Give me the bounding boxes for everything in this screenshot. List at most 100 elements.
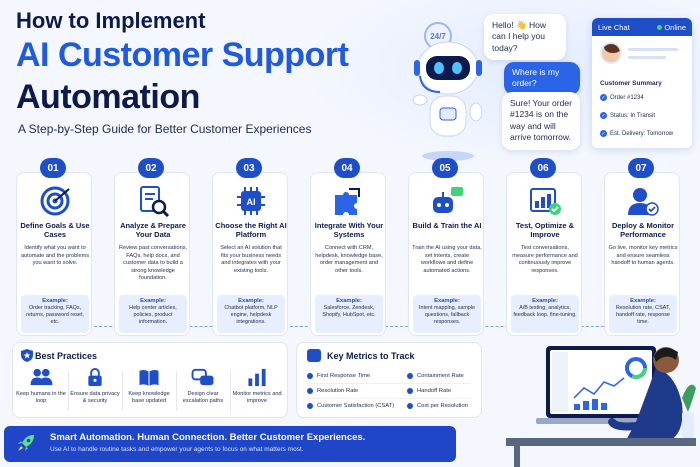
step-example-box: Example:Order tracking, FAQs, returns, p… <box>21 295 89 333</box>
robot-assistant-icon <box>412 41 483 161</box>
example-text: A/B testing, analytics, feedback loop, f… <box>513 305 577 319</box>
best-practices-title: Best Practices <box>35 351 98 361</box>
best-practice-label: Keep humans in the loop <box>16 391 66 405</box>
people-icon <box>30 368 53 386</box>
example-label: Example: <box>532 298 558 304</box>
example-label: Example: <box>238 298 264 304</box>
ai-chip-icon: AI <box>237 187 265 215</box>
svg-text:AI: AI <box>247 197 256 207</box>
metric-dot-icon <box>307 388 313 394</box>
puzzle-icon <box>335 188 360 215</box>
metric-item: Customer Satisfaction (CSAT) <box>307 403 394 409</box>
best-practices-panel: Best Practices Keep humans in the loop En… <box>12 342 288 418</box>
bar-chart-icon <box>248 368 266 387</box>
metric-dot-icon <box>307 373 313 379</box>
step-description: Test conversations, measure performance … <box>512 245 578 274</box>
metric-item: First Response Time <box>307 373 370 379</box>
title-line-2: AI Customer Support <box>16 36 349 74</box>
chart-check-icon <box>530 188 561 215</box>
divider <box>230 371 231 411</box>
best-practice-label: Keep knowledge base updated <box>128 391 170 405</box>
metric-label: Resolution Rate <box>317 388 359 394</box>
check-icon: ✓ <box>600 130 607 137</box>
metric-label: Handoff Rate <box>417 388 452 394</box>
metric-item: Handoff Rate <box>407 388 451 394</box>
step-description: Go live, monitor key metrics and ensure … <box>608 245 678 267</box>
user-question-bubble: Where is my order? <box>504 62 580 95</box>
example-text: Help center articles, policies, product … <box>129 305 177 326</box>
robot-chat-icon <box>433 187 463 213</box>
best-practice-label: Ensure data privacy & security <box>70 391 120 405</box>
key-metrics-title: Key Metrics to Track <box>327 351 415 361</box>
step-title: Test, Optimize & Improve <box>515 221 575 240</box>
example-text: Salesforce, Zendesk, Shopify, HubSpot, e… <box>322 305 376 319</box>
check-icon: ✓ <box>600 94 607 101</box>
step-title: Integrate With Your Systems <box>314 221 384 240</box>
footer-headline: Smart Automation. Human Connection. Bett… <box>50 432 366 443</box>
metric-dot-icon <box>407 373 413 379</box>
metrics-divider <box>307 383 471 384</box>
book-icon <box>139 370 159 387</box>
example-text: Resolution rate, CSAT, handoff rate, res… <box>615 305 671 326</box>
title-line-1: How to Implement <box>16 8 206 33</box>
step-description: Select an AI solution that fits your bus… <box>220 245 282 274</box>
example-label: Example: <box>434 298 460 304</box>
step-number: 04 <box>334 158 360 178</box>
agent-at-laptop-illustration <box>506 346 696 467</box>
metric-item: Cost per Resolution <box>407 403 468 409</box>
divider <box>68 371 69 411</box>
best-practice-item: Keep knowledge base updated <box>123 367 175 406</box>
online-status: Online <box>657 23 686 32</box>
step-number: 03 <box>236 158 262 178</box>
step-description: Train the AI using your data, set intent… <box>412 245 482 274</box>
live-chat-title: Live Chat <box>598 22 630 32</box>
best-practice-item: Ensure data privacy & security <box>69 367 121 406</box>
example-text: Intent mapping, sample questions, fallba… <box>418 305 476 326</box>
metric-dot-icon <box>407 403 413 409</box>
customer-summary-title: Customer Summary <box>600 80 662 87</box>
best-practice-item: Keep humans in the loop <box>15 367 67 406</box>
example-label: Example: <box>336 298 362 304</box>
online-dot-icon <box>657 24 663 30</box>
step-example-box: Example:Intent mapping, sample questions… <box>413 295 481 333</box>
step-number: 01 <box>40 158 66 178</box>
live-chat-panel: Live Chat Online Customer Summary ✓Order… <box>592 18 692 148</box>
metric-label: First Response Time <box>317 373 371 379</box>
step-example-box: Example:Salesforce, Zendesk, Shopify, Hu… <box>315 295 383 333</box>
target-icon <box>40 186 70 216</box>
bot-greeting-bubble: Hello! 👋 How can I help you today? <box>484 14 566 61</box>
agent-avatar <box>600 42 622 64</box>
summary-row-text: Est. Delivery: Tomorrow <box>610 130 674 137</box>
step-example-box: Example:Resolution rate, CSAT, handoff r… <box>609 295 677 333</box>
footer-subtext: Use AI to handle routine tasks and empow… <box>50 446 304 453</box>
step-number: 05 <box>432 158 458 178</box>
step-description: Identify what you want to automate and t… <box>20 245 90 267</box>
shield-icon <box>21 349 33 362</box>
placeholder-line <box>628 56 666 59</box>
summary-row-text: Status: In Transit <box>610 112 656 119</box>
placeholder-line <box>628 48 678 51</box>
step-title: Choose the Right AI Platform <box>215 221 287 240</box>
live-chat-header: Live Chat Online <box>592 18 692 36</box>
document-search-icon <box>140 186 170 217</box>
example-label: Example: <box>630 298 656 304</box>
step-number: 07 <box>628 158 654 178</box>
user-check-icon <box>628 188 659 216</box>
step-example-box: Example:Chatbot platform, NLP engine, he… <box>217 295 285 333</box>
metric-item: Containment Rate <box>407 373 464 379</box>
metrics-divider <box>307 398 471 399</box>
title-line-3: Automation <box>16 78 200 116</box>
summary-row: ✓Status: In Transit <box>600 112 655 119</box>
metric-label: Containment Rate <box>417 373 464 379</box>
